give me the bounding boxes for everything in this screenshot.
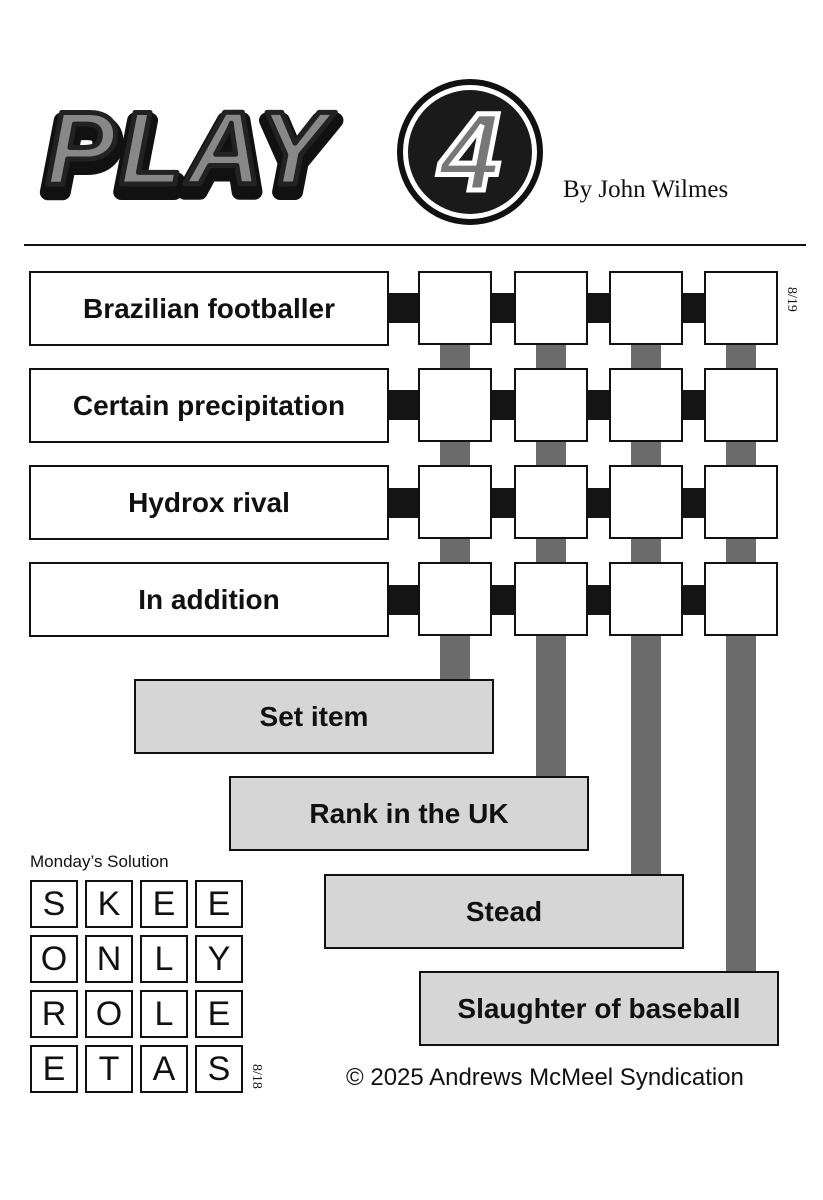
grid-cell-r3c1[interactable]: [418, 465, 492, 539]
solution-date: 8/18: [249, 1064, 264, 1089]
grid-cell-r2c4[interactable]: [704, 368, 778, 442]
logo-text-shadow: PLAY: [46, 99, 336, 215]
solution-cell: N: [85, 935, 133, 983]
play4-logo: PLAY PLAY 4: [38, 79, 543, 225]
grid-cell-r4c2[interactable]: [514, 562, 588, 636]
solution-cell: K: [85, 880, 133, 928]
grid-cell-r3c4[interactable]: [704, 465, 778, 539]
header-divider: [24, 244, 806, 246]
grid-cell-r1c3[interactable]: [609, 271, 683, 345]
solution-cell: S: [195, 1045, 243, 1093]
logo-text: PLAY: [46, 91, 336, 207]
grid-cell-r4c3[interactable]: [609, 562, 683, 636]
grid-cell-r3c2[interactable]: [514, 465, 588, 539]
grid-cell-r1c4[interactable]: [704, 271, 778, 345]
solution-cell: R: [30, 990, 78, 1038]
solution-cell: S: [30, 880, 78, 928]
across-clue-1: Brazilian footballer: [29, 271, 389, 346]
grid-cell-r4c4[interactable]: [704, 562, 778, 636]
down-clue-2: Rank in the UK: [229, 776, 589, 851]
grid-cell-r1c1[interactable]: [418, 271, 492, 345]
puzzle-date: 8/19: [784, 287, 799, 312]
solution-cell: L: [140, 935, 188, 983]
grid-cell-r1c2[interactable]: [514, 271, 588, 345]
solution-cell: E: [195, 880, 243, 928]
logo-circle: [408, 90, 532, 214]
solution-cell: O: [30, 935, 78, 983]
across-clue-2: Certain precipitation: [29, 368, 389, 443]
across-clue-3: Hydrox rival: [29, 465, 389, 540]
solution-cell: L: [140, 990, 188, 1038]
solution-cell: Y: [195, 935, 243, 983]
logo-wordmark: PLAY PLAY: [38, 89, 340, 224]
grid-cell-r4c1[interactable]: [418, 562, 492, 636]
solution-cell: E: [140, 880, 188, 928]
grid-cell-r2c2[interactable]: [514, 368, 588, 442]
solution-cell: O: [85, 990, 133, 1038]
solution-cell: T: [85, 1045, 133, 1093]
grid-cell-r2c3[interactable]: [609, 368, 683, 442]
solution-cell: A: [140, 1045, 188, 1093]
copyright: © 2025 Andrews McMeel Syndication: [346, 1064, 744, 1091]
down-clue-3: Stead: [324, 874, 684, 949]
grid-cell-r2c1[interactable]: [418, 368, 492, 442]
byline: By John Wilmes: [563, 176, 729, 203]
down-connector-4: [726, 344, 756, 974]
solution-cell: E: [195, 990, 243, 1038]
down-clue-1: Set item: [134, 679, 494, 754]
logo-number: 4: [437, 91, 500, 214]
across-clue-4: In addition: [29, 562, 389, 637]
grid-cell-r3c3[interactable]: [609, 465, 683, 539]
solution-cell: E: [30, 1045, 78, 1093]
solution-title: Monday’s Solution: [30, 852, 169, 871]
down-clue-4: Slaughter of baseball: [419, 971, 779, 1046]
